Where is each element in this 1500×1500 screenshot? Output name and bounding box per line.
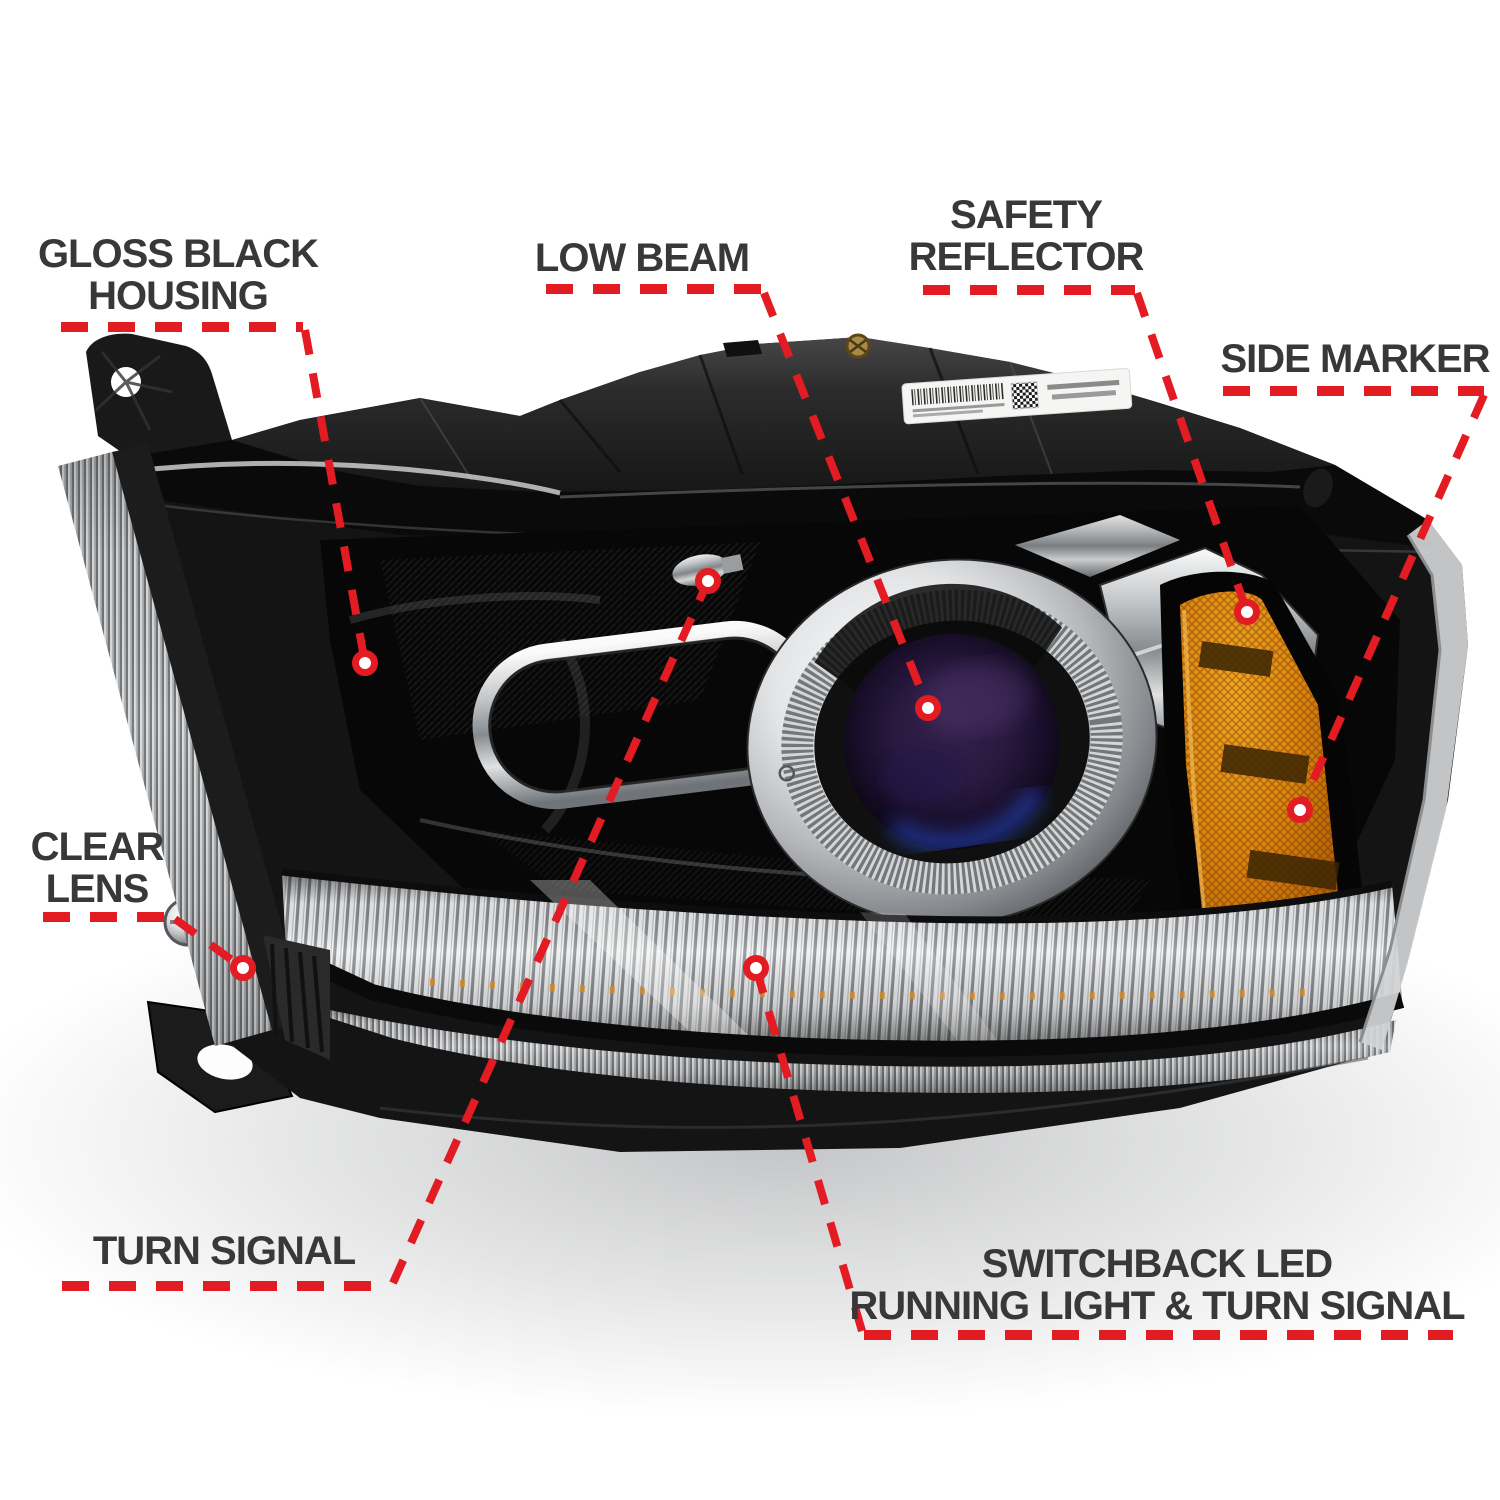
chrome-trim-upper [1015,515,1180,577]
callout-leader-low-beam [760,291,932,710]
label-turn-signal: TURN SIGNAL [92,1229,356,1273]
callout-layer [43,284,1488,1340]
label-line: CLEAR [30,825,165,869]
right-lens-edge [1303,468,1468,1050]
callout-marker-turn-signal [695,568,721,594]
label-line: GLOSS BLACK [37,232,319,276]
brass-screw [845,333,871,359]
callout-leader-clear-lens [172,915,246,972]
label-line: SWITCHBACK LED [981,1242,1333,1286]
label-line: REFLECTOR [908,235,1145,280]
label-line: TURN SIGNAL [92,1229,356,1273]
label-safety-reflector: SAFETY REFLECTOR [908,193,1145,280]
projector-assembly [746,558,1158,926]
led-bar [281,868,1402,1049]
callout-marker-gloss-black-housing [352,650,378,676]
amber-side-marker [1160,571,1368,1015]
label-line: RUNNING LIGHT & TURN SIGNAL [849,1284,1465,1329]
left-lens-edge [58,444,330,1060]
lower-reflector-strip [320,1008,1396,1093]
mounting-tab-top [86,333,232,472]
label-switchback-led: SWITCHBACK LED RUNNING LIGHT & TURN SIGN… [849,1242,1465,1329]
callout-leader-gloss-black-housing [301,329,369,664]
label-line: LOW BEAM [534,236,750,280]
callout-leader-side-marker [1296,393,1488,812]
label-low-beam: LOW BEAM [534,236,750,280]
qr-code [1010,381,1040,410]
callout-leader-switchback-led [752,966,866,1333]
label-gloss-black-housing: GLOSS BLACK HOUSING [37,232,319,319]
label-line: LENS [45,867,150,912]
callout-leader-safety-reflector [1133,291,1251,614]
callout-marker-low-beam [915,695,941,721]
callout-marker-clear-lens [230,955,256,981]
callout-marker-switchback-led [743,955,769,981]
callout-marker-side-marker [1287,797,1313,823]
label-line: SAFETY [950,193,1103,237]
barcode-sticker [901,367,1133,425]
label-line: SIDE MARKER [1220,337,1490,381]
headlight-illustration [58,333,1468,1152]
label-side-marker: SIDE MARKER [1220,337,1490,381]
label-clear-lens: CLEAR LENS [30,825,165,912]
label-line: HOUSING [88,274,269,319]
callout-marker-safety-reflector [1234,599,1260,625]
barcode [911,383,1005,406]
